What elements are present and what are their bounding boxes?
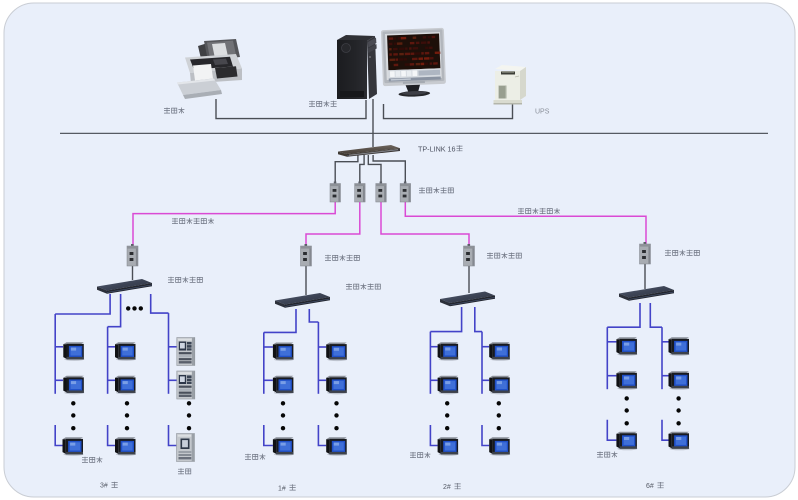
svg-text:TP-LINK 16: TP-LINK 16 [418,145,456,154]
svg-text:1#: 1# [278,485,286,492]
svg-text:6#: 6# [646,483,654,490]
svg-text:2#: 2# [443,484,451,491]
svg-text:3#: 3# [100,483,108,490]
svg-text:UPS: UPS [535,109,550,116]
